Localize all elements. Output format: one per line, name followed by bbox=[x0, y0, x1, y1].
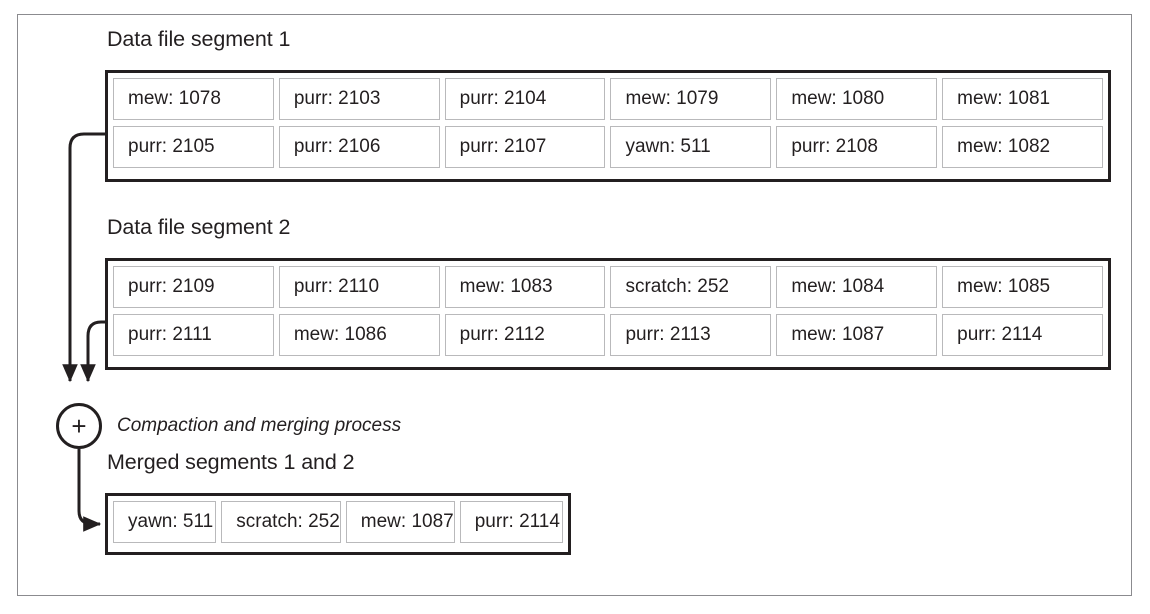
process-caption: Compaction and merging process bbox=[117, 415, 402, 436]
merged-row-1: yawn: 511 scratch: 252 mew: 1087 purr: 2… bbox=[113, 501, 564, 543]
data-cell[interactable]: mew: 1082 bbox=[942, 126, 1103, 168]
data-cell[interactable]: scratch: 252 bbox=[610, 266, 772, 308]
segment-1-box: mew: 1078 purr: 2103 purr: 2104 mew: 107… bbox=[105, 70, 1111, 182]
data-cell[interactable]: mew: 1085 bbox=[942, 266, 1103, 308]
data-cell[interactable]: yawn: 511 bbox=[113, 501, 217, 543]
data-cell[interactable]: purr: 2110 bbox=[278, 266, 440, 308]
data-cell[interactable]: purr: 2113 bbox=[610, 314, 772, 356]
merged-box: yawn: 511 scratch: 252 mew: 1087 purr: 2… bbox=[105, 493, 571, 555]
data-cell[interactable]: mew: 1087 bbox=[776, 314, 938, 356]
data-cell[interactable]: mew: 1084 bbox=[776, 266, 938, 308]
data-cell[interactable]: purr: 2106 bbox=[278, 126, 440, 168]
data-cell[interactable]: mew: 1086 bbox=[278, 314, 440, 356]
data-cell[interactable]: mew: 1083 bbox=[444, 266, 606, 308]
data-cell[interactable]: purr: 2103 bbox=[278, 78, 440, 120]
compaction-merge-node[interactable]: + bbox=[56, 403, 102, 449]
segment-2-row-1: purr: 2109 purr: 2110 mew: 1083 scratch:… bbox=[113, 266, 1103, 308]
segment-1-title: Data file segment 1 bbox=[107, 27, 291, 51]
data-cell[interactable]: purr: 2109 bbox=[113, 266, 274, 308]
data-cell[interactable]: purr: 2107 bbox=[444, 126, 606, 168]
data-cell[interactable]: purr: 2112 bbox=[444, 314, 606, 356]
plus-icon: + bbox=[71, 411, 87, 441]
segment-2-box: purr: 2109 purr: 2110 mew: 1083 scratch:… bbox=[105, 258, 1111, 370]
data-cell[interactable]: purr: 2114 bbox=[459, 501, 564, 543]
data-cell[interactable]: mew: 1080 bbox=[776, 78, 938, 120]
segment-1-row-2: purr: 2105 purr: 2106 purr: 2107 yawn: 5… bbox=[113, 126, 1103, 168]
data-cell[interactable]: purr: 2105 bbox=[113, 126, 274, 168]
segment-2-row-2: purr: 2111 mew: 1086 purr: 2112 purr: 21… bbox=[113, 314, 1103, 356]
data-cell[interactable]: mew: 1079 bbox=[610, 78, 772, 120]
data-cell[interactable]: purr: 2111 bbox=[113, 314, 274, 356]
data-cell[interactable]: mew: 1081 bbox=[942, 78, 1103, 120]
merged-title: Merged segments 1 and 2 bbox=[107, 450, 355, 474]
segment-1-row-1: mew: 1078 purr: 2103 purr: 2104 mew: 107… bbox=[113, 78, 1103, 120]
segment-2-title: Data file segment 2 bbox=[107, 215, 291, 239]
data-cell[interactable]: purr: 2108 bbox=[776, 126, 938, 168]
data-cell[interactable]: yawn: 511 bbox=[610, 126, 772, 168]
data-cell[interactable]: mew: 1087 bbox=[345, 501, 455, 543]
data-cell[interactable]: purr: 2104 bbox=[444, 78, 606, 120]
data-cell[interactable]: mew: 1078 bbox=[113, 78, 274, 120]
data-cell[interactable]: purr: 2114 bbox=[942, 314, 1103, 356]
data-cell[interactable]: scratch: 252 bbox=[221, 501, 341, 543]
